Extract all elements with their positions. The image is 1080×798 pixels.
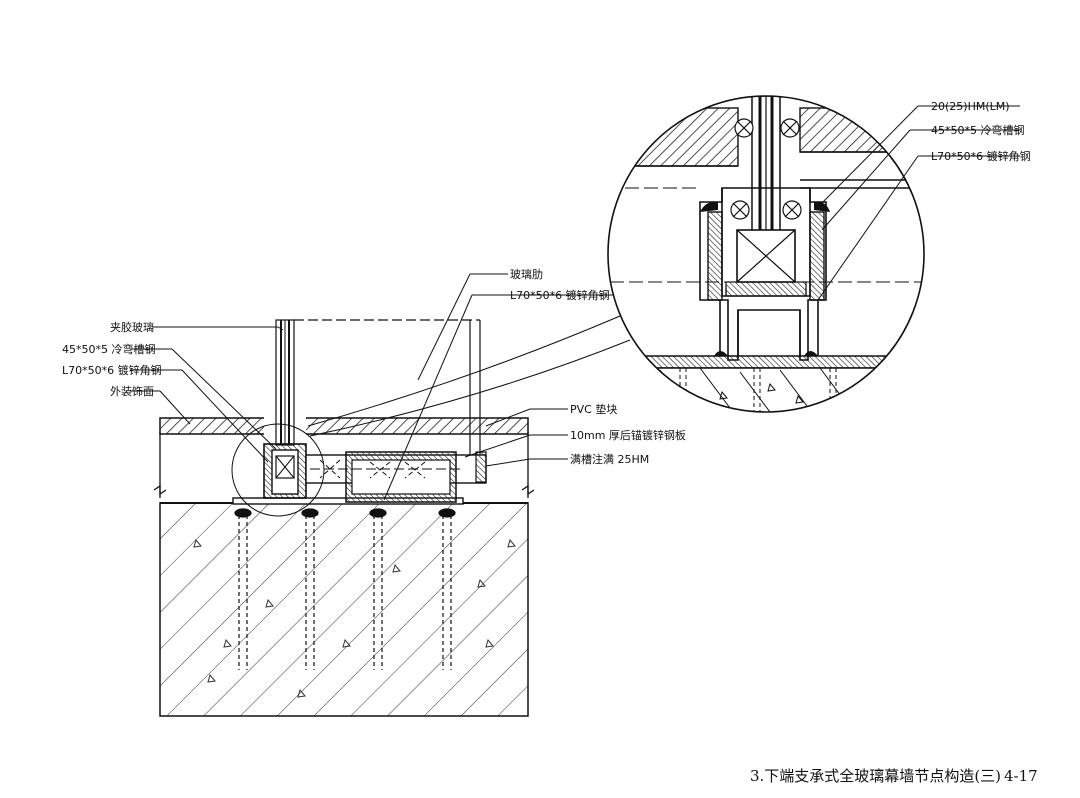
glass-fin-channel xyxy=(305,451,487,503)
label-detail-angle: L70*50*6 镀锌角钢 xyxy=(931,149,1031,163)
detail-circle-border xyxy=(607,95,925,413)
detail-leader-lines xyxy=(817,105,1020,301)
glass-panel xyxy=(275,319,295,446)
caption-title: 3.下端支承式全玻璃幕墙节点构造(三) xyxy=(750,767,1001,785)
label-exterior-finish: 外装饰面 xyxy=(110,384,154,398)
label-clamp-glass: 夹胶玻璃 xyxy=(110,320,154,334)
label-steel-plate: 10mm 厚后锚镀锌钢板 xyxy=(570,428,686,442)
concrete-base xyxy=(159,502,529,717)
caption-page: 4-17 xyxy=(1004,767,1038,785)
label-glass-fin: 玻璃肋 xyxy=(510,267,543,281)
steel-channel-main xyxy=(263,443,307,499)
label-detail-channel: 45*50*5 冷弯槽钢 xyxy=(931,123,1025,137)
right-leader-lines xyxy=(383,273,618,501)
label-sealant-main: 满槽注满 25HM xyxy=(570,452,649,466)
left-leader-lines xyxy=(130,326,284,463)
detail-view xyxy=(607,95,1020,413)
anchor-bolts xyxy=(234,508,456,670)
main-section xyxy=(130,273,631,717)
concrete-aggregate xyxy=(193,538,516,698)
callout-connector xyxy=(307,315,621,427)
label-angle-steel-left: L70*50*6 镀锌角钢 xyxy=(62,363,162,377)
exterior-finish-slab xyxy=(159,417,529,435)
labels: 夹胶玻璃 45*50*5 冷弯槽钢 L70*50*6 镀锌角钢 外装饰面 玻璃肋… xyxy=(62,100,1038,785)
label-angle-steel-top: L70*50*6 镀锌角钢 xyxy=(510,288,610,302)
detail-marker-circle xyxy=(231,423,325,517)
label-detail-sealant: 20(25)HM(LM) xyxy=(931,100,1010,113)
label-steel-channel-left: 45*50*5 冷弯槽钢 xyxy=(62,342,156,356)
glass-fin-outline xyxy=(294,319,481,455)
label-pvc-pad: PVC 垫块 xyxy=(570,402,617,416)
